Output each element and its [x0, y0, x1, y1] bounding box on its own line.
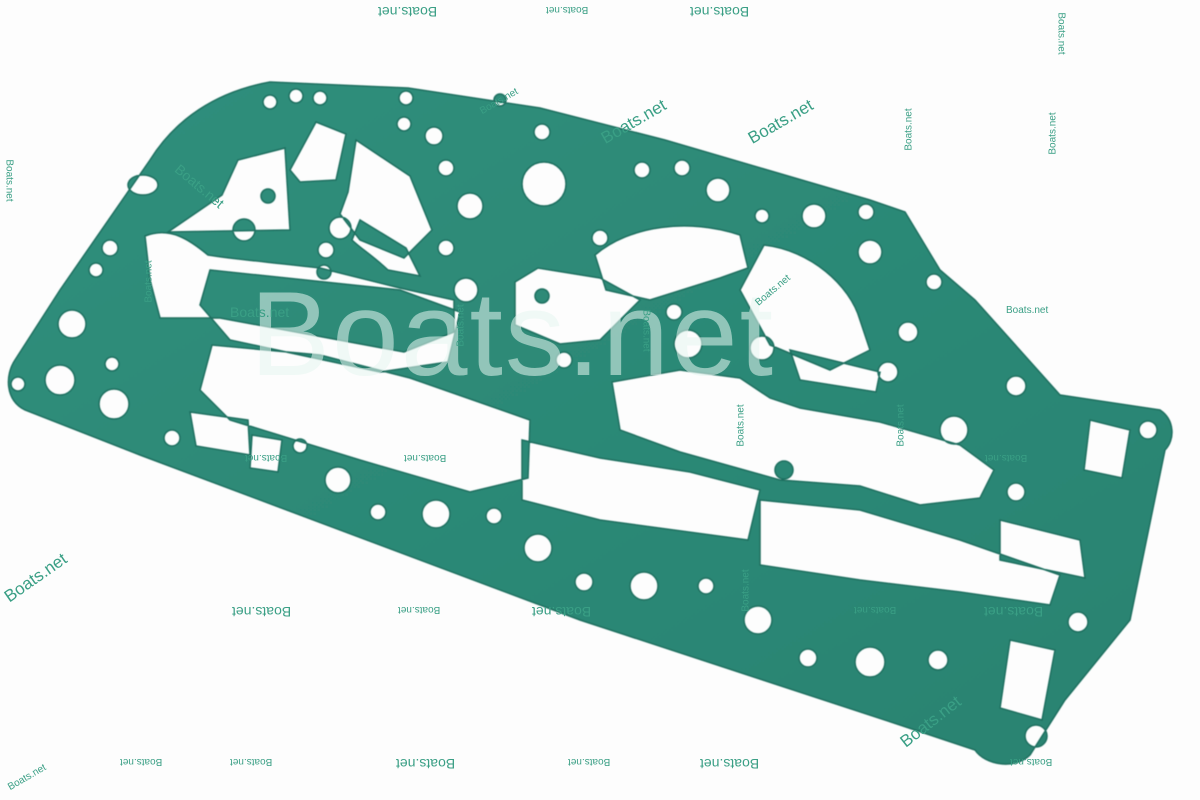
gasket-body [7, 81, 1173, 765]
